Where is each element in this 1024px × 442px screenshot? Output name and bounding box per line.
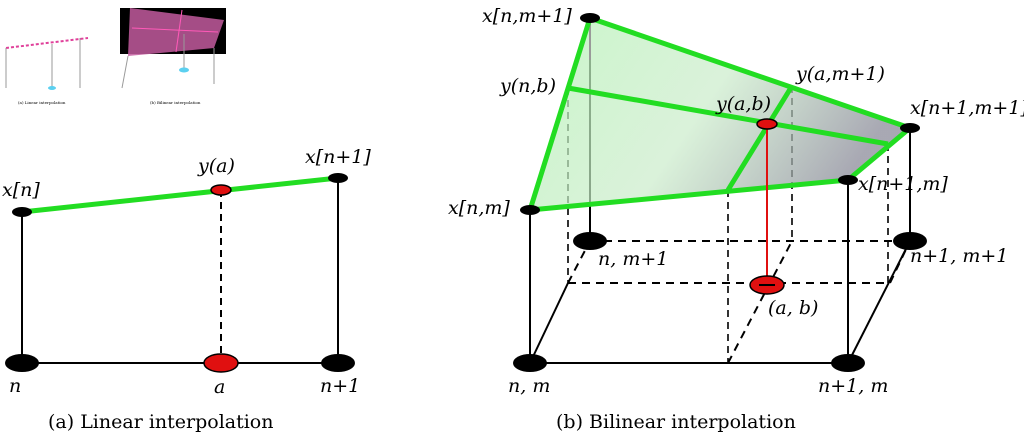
bilinear-diagram: x[n,m+1] y(n,b) y(a,m+1) y(a,b) x[n+1,m+…: [448, 5, 1024, 433]
thumbnail-caption-a: (a) Linear interpolation: [18, 100, 66, 105]
label-x-n1-m1: x[n+1,m+1]: [910, 97, 1024, 119]
label-x-n1: x[n+1]: [305, 146, 371, 168]
point-x-n1-m: [838, 175, 858, 185]
label-n-m1: n, m+1: [598, 248, 668, 270]
label-y-n-b: y(n,b): [499, 75, 556, 97]
point-x-n1: [328, 173, 348, 183]
thumbnail-linear: (a) Linear interpolation: [5, 37, 89, 105]
interpolation-line: [21, 175, 339, 215]
surface-iso-line-b: [567, 85, 889, 147]
base-a-line: [727, 240, 793, 364]
point-y-a-b: [756, 118, 778, 130]
point-x-n-m1: [580, 13, 600, 23]
label-n1: n+1: [320, 375, 360, 397]
surface-iso-line-a: [725, 84, 795, 192]
label-x-n1-m: x[n+1,m]: [858, 173, 948, 195]
caption-linear: (a) Linear interpolation: [48, 411, 274, 433]
sample-n-m: [513, 354, 547, 372]
linear-diagram: x[n] y(a) x[n+1] n a n+1 (a) Linear inte…: [2, 146, 371, 433]
label-y-a-m1: y(a,m+1): [795, 63, 885, 85]
base-back-left: [567, 240, 591, 284]
reference-thumbnail: (a) Linear interpolation (b) Bilinear in…: [5, 8, 226, 105]
label-y-a: y(a): [197, 155, 235, 177]
label-x-n: x[n]: [2, 179, 40, 201]
label-y-a-b: y(a,b): [715, 93, 771, 115]
label-n: n: [9, 375, 21, 397]
label-n1-m: n+1, m: [818, 375, 888, 397]
sample-n1-m: [831, 354, 865, 372]
label-x-n-m1: x[n,m+1]: [482, 5, 572, 27]
sample-n1: [321, 354, 355, 372]
label-x-n-m: x[n,m]: [448, 197, 510, 219]
thumbnail-caption-b: (b) Bilinear interpolation: [150, 100, 201, 105]
label-n1-m1: n+1, m+1: [910, 245, 1008, 267]
label-n-m: n, m: [508, 375, 550, 397]
point-x-n: [12, 207, 32, 217]
sample-n: [5, 354, 39, 372]
sample-a: [203, 353, 239, 373]
point-x-n-m: [520, 205, 540, 215]
base-right-depth: [847, 240, 911, 364]
base-left-depth: [529, 282, 569, 364]
label-a: a: [214, 376, 225, 398]
sample-n-m1: [573, 232, 607, 250]
point-x-n1-m1: [900, 123, 920, 133]
sample-n1-m1: [893, 232, 927, 250]
point-y-a: [210, 184, 232, 196]
caption-bilinear: (b) Bilinear interpolation: [556, 411, 796, 433]
label-a-b: (a, b): [768, 297, 818, 319]
thumbnail-bilinear: (b) Bilinear interpolation: [120, 8, 226, 105]
